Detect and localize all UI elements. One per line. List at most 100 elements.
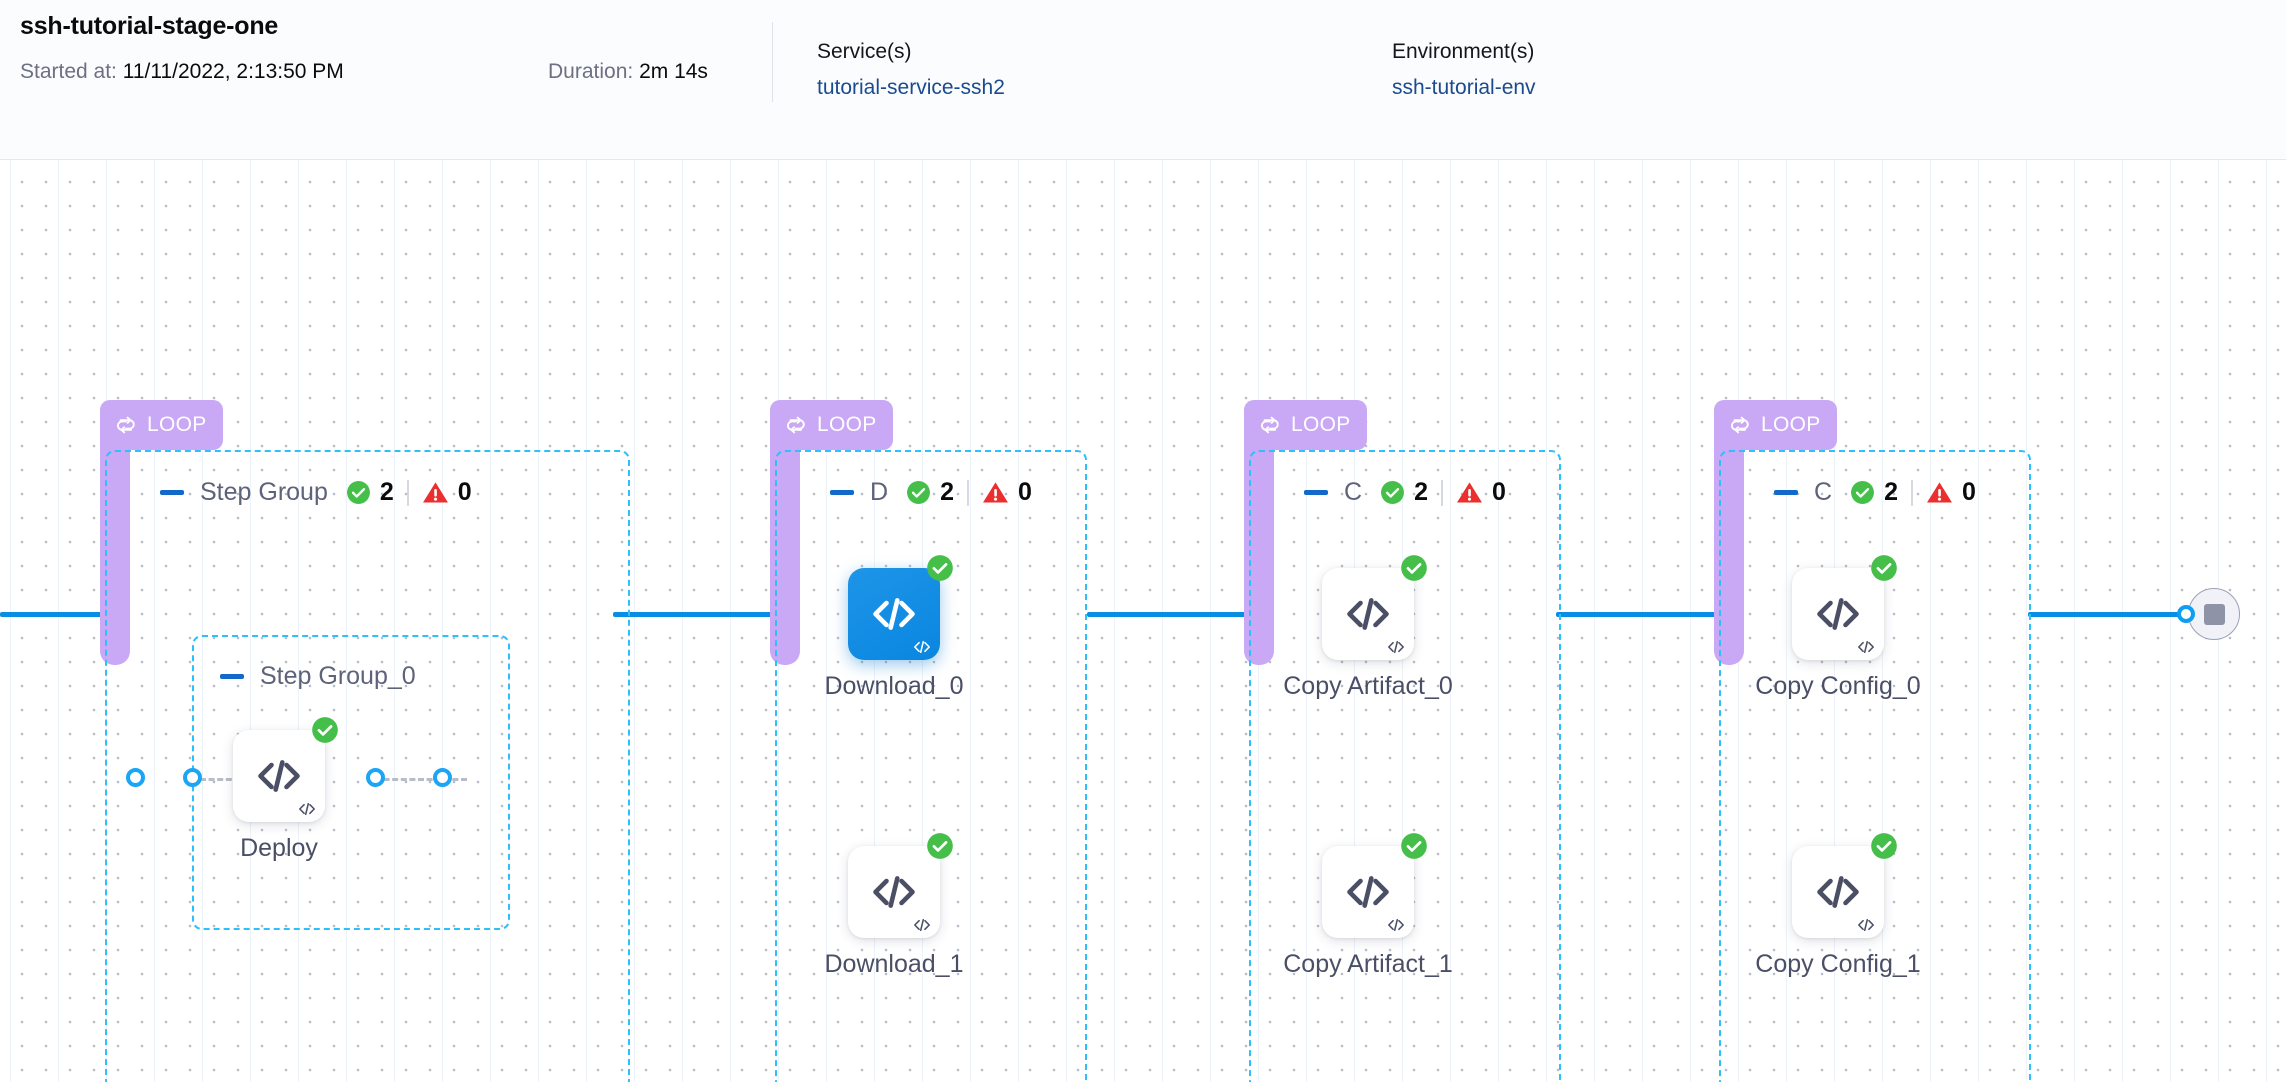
step-node-card[interactable]: [1792, 846, 1884, 938]
loop-badge[interactable]: LOOP: [1714, 400, 1837, 450]
environments-column: Environment(s) ssh-tutorial-env: [1392, 40, 1536, 100]
rail-segment-2: [1087, 612, 1247, 617]
status-success-icon: [926, 832, 954, 860]
collapse-toggle[interactable]: [160, 490, 184, 495]
step-node-card[interactable]: [1792, 568, 1884, 660]
code-icon: [1343, 596, 1393, 632]
code-badge-icon: [912, 918, 932, 932]
port-subgroup-left-outer[interactable]: [126, 768, 145, 787]
loop-group-copy-artifact[interactable]: LOOP C 2 0 Copy Artifact_0: [1244, 400, 1564, 1082]
status-success-icon: [311, 716, 339, 744]
group-header: Step Group 2 0: [160, 478, 472, 507]
count-separator: [966, 479, 969, 506]
loop-badge-label: LOOP: [147, 413, 207, 436]
success-count-value: 2: [379, 478, 394, 506]
collapse-toggle[interactable]: [830, 490, 854, 495]
code-badge-icon: [1856, 640, 1876, 654]
step-node-label: Download_0: [824, 672, 964, 700]
subgroup-link-right: [375, 778, 467, 781]
status-success-icon: [1400, 554, 1428, 582]
error-count: 0: [982, 478, 1032, 507]
collapse-toggle[interactable]: [220, 674, 244, 679]
step-node-label: Deploy: [240, 834, 318, 862]
step-node-card[interactable]: [1322, 846, 1414, 938]
group-name: C: [1814, 478, 1833, 506]
loop-badge[interactable]: LOOP: [100, 400, 223, 450]
loop-group-step-group[interactable]: LOOP Step Group 2 0 Step Group_0: [100, 400, 630, 1082]
success-count: 2: [1380, 478, 1428, 507]
collapse-toggle[interactable]: [1304, 490, 1328, 495]
stop-square-icon: [2203, 603, 2225, 625]
step-node-copy-artifact-0[interactable]: Copy Artifact_0: [1283, 568, 1453, 700]
step-node-download-1[interactable]: Download_1: [825, 846, 964, 978]
error-count: 0: [422, 478, 472, 507]
pipeline-end-node[interactable]: [2177, 588, 2240, 640]
step-node-copy-artifact-1[interactable]: Copy Artifact_1: [1283, 846, 1453, 978]
group-header: C 2 0: [1304, 478, 1506, 507]
check-circle-icon: [346, 480, 371, 505]
check-circle-icon: [1850, 480, 1875, 505]
step-node-deploy[interactable]: Deploy: [233, 730, 325, 862]
group-boundary: [1719, 450, 2031, 1082]
loop-group-download[interactable]: LOOP D 2 0 Download_0: [770, 400, 1090, 1082]
check-circle-icon: [1380, 480, 1405, 505]
collapse-toggle[interactable]: [1774, 490, 1798, 495]
code-badge-icon: [1386, 640, 1406, 654]
pipeline-canvas[interactable]: LOOP Step Group 2 0 Step Group_0: [0, 160, 2286, 1082]
status-success-icon: [1870, 554, 1898, 582]
group-boundary: [105, 450, 630, 1082]
error-count: 0: [1456, 478, 1506, 507]
step-node-download-0[interactable]: Download_0: [825, 568, 964, 700]
error-count-value: 0: [457, 478, 472, 506]
count-separator: [1910, 479, 1913, 506]
port-subgroup-right-inner[interactable]: [366, 768, 385, 787]
duration: Duration: 2m 14s: [548, 60, 708, 84]
end-node-circle[interactable]: [2188, 588, 2240, 640]
code-icon: [869, 596, 919, 632]
step-node-copy-config-0[interactable]: Copy Config_0: [1755, 568, 1921, 700]
loop-group-copy-config[interactable]: LOOP C 2 0 Copy Config_0: [1714, 400, 2034, 1082]
header-divider: [772, 22, 773, 102]
step-node-label: Copy Config_0: [1755, 672, 1921, 700]
page-title: ssh-tutorial-stage-one: [20, 12, 279, 40]
loop-badge-label: LOOP: [817, 413, 877, 436]
port-subgroup-right-outer[interactable]: [433, 768, 452, 787]
services-column: Service(s) tutorial-service-ssh2: [817, 40, 1005, 100]
success-count: 2: [1850, 478, 1898, 507]
warning-triangle-icon: [1456, 480, 1483, 505]
step-node-card[interactable]: [233, 730, 325, 822]
step-node-label: Copy Artifact_1: [1283, 950, 1453, 978]
error-count-value: 0: [1017, 478, 1032, 506]
status-success-icon: [1870, 832, 1898, 860]
step-node-card[interactable]: [1322, 568, 1414, 660]
check-circle-icon: [906, 480, 931, 505]
success-count: 2: [906, 478, 954, 507]
error-count-value: 0: [1961, 478, 1976, 506]
code-badge-icon: [912, 640, 932, 654]
group-header: C 2 0: [1774, 478, 1976, 507]
group-name: D: [870, 478, 889, 506]
error-count: 0: [1926, 478, 1976, 507]
service-link[interactable]: tutorial-service-ssh2: [817, 76, 1005, 99]
execution-header: ssh-tutorial-stage-one Started at: 11/11…: [0, 0, 2286, 160]
step-node-card[interactable]: [848, 568, 940, 660]
end-node-port[interactable]: [2177, 605, 2195, 623]
environment-link[interactable]: ssh-tutorial-env: [1392, 76, 1536, 99]
started-at-label: Started at:: [20, 60, 117, 83]
count-separator: [1440, 479, 1443, 506]
rail-segment-entry: [0, 612, 105, 617]
loop-badge[interactable]: LOOP: [770, 400, 893, 450]
step-node-card[interactable]: [848, 846, 940, 938]
duration-label: Duration:: [548, 60, 634, 83]
loop-badge[interactable]: LOOP: [1244, 400, 1367, 450]
warning-triangle-icon: [422, 480, 449, 505]
code-icon: [869, 874, 919, 910]
step-node-copy-config-1[interactable]: Copy Config_1: [1755, 846, 1921, 978]
group-header: D 2 0: [830, 478, 1032, 507]
status-success-icon: [926, 554, 954, 582]
subgroup-name: Step Group_0: [260, 662, 416, 690]
group-boundary: [775, 450, 1087, 1082]
port-subgroup-left-inner[interactable]: [183, 768, 202, 787]
status-success-icon: [1400, 832, 1428, 860]
code-badge-icon: [297, 802, 317, 816]
